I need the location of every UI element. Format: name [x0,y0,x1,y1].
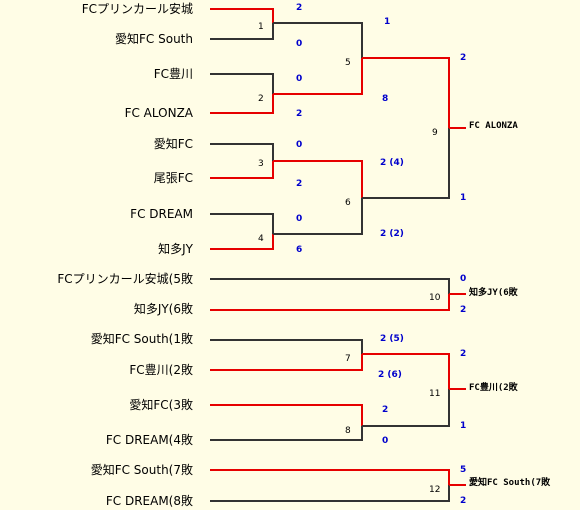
score: 0 [382,436,389,446]
bracket-line-winner [210,94,274,114]
team-label: 愛知FC South(7敗 [90,463,193,477]
winner-label: FC ALONZA [469,121,518,131]
score: 0 [296,74,303,84]
team-label: 尾張FC [153,171,193,185]
score: 0 [296,39,303,49]
team-label: 愛知FC(3敗 [129,398,193,412]
bracket-line-loser [210,426,363,441]
bracket-line-loser [362,128,450,199]
match-number: 3 [258,159,264,169]
winner-label: FC豊川(2敗 [469,383,518,393]
score: 2 [296,3,303,13]
bracket-line-loser [210,213,274,234]
bracket-line-winner [210,294,450,311]
score: 2 [296,109,303,119]
match-number: 10 [429,293,441,303]
bracket-line-winner [210,8,274,23]
bracket-line-loser [210,278,450,294]
score: 2 [460,53,467,63]
match-number: 1 [258,22,264,32]
team-label: FC豊川 [153,67,193,81]
score: 2 [460,496,467,506]
bracket-line-winner [362,353,450,389]
bracket-line-winner [210,469,450,485]
score: 1 [460,193,467,203]
team-label: FC ALONZA [124,106,193,120]
team-label: 愛知FC [153,137,193,151]
team-label: FC DREAM [130,207,193,221]
score: 2 [296,179,303,189]
score: 2 (5) [380,334,404,344]
match-number: 8 [345,426,351,436]
bracket-line-loser [210,485,450,502]
bracket-line-winner [210,404,363,426]
team-label: FCプリンカール安城(5敗 [57,272,193,286]
score: 1 [460,421,467,431]
bracket-line-winner [362,57,450,128]
score: 2 (4) [380,158,404,168]
bracket-line-winner [210,234,274,250]
score: 2 [460,305,467,315]
score: 0 [296,140,303,150]
match-number: 7 [345,354,351,364]
winner-label: 愛知FC South(7敗 [469,478,551,488]
bracket-line-loser [210,73,274,94]
match-number: 6 [345,198,351,208]
team-label: FC豊川(2敗 [129,363,193,377]
match-number: 4 [258,234,264,244]
bracket-line-loser [362,389,450,427]
bracket-line-winner [210,161,274,179]
team-label: 愛知FC South [115,32,193,46]
score: 2 [460,349,467,359]
winner-label: 知多JY(6敗 [469,288,518,298]
team-label: 知多JY(6敗 [133,302,193,316]
team-label: 愛知FC South(1敗 [90,332,193,346]
score: 0 [460,274,467,284]
score: 1 [384,17,391,27]
match-number: 5 [345,58,351,68]
bracket-line-loser [273,22,363,58]
match-number: 9 [432,128,438,138]
bracket-line-loser [273,198,363,235]
score: 5 [460,465,467,475]
score: 2 [382,405,389,415]
score: 8 [382,94,389,104]
bracket-line-winner [273,58,363,95]
bracket-line-winner [210,354,363,371]
match-number: 2 [258,94,264,104]
match-number: 12 [429,485,441,495]
team-label: FC DREAM(4敗 [105,433,193,447]
score: 2 (2) [380,229,404,239]
bracket-line-loser [210,339,363,354]
team-label: 知多JY [158,242,193,256]
team-label: FCプリンカール安城 [81,2,193,16]
score: 0 [296,214,303,224]
team-label: FC DREAM(8敗 [105,494,193,508]
bracket-line-loser [210,23,274,40]
score: 2 (6) [378,370,402,380]
bracket-line-loser [210,143,274,161]
score: 6 [296,245,303,255]
match-number: 11 [429,389,441,399]
bracket-line-winner [273,160,363,198]
